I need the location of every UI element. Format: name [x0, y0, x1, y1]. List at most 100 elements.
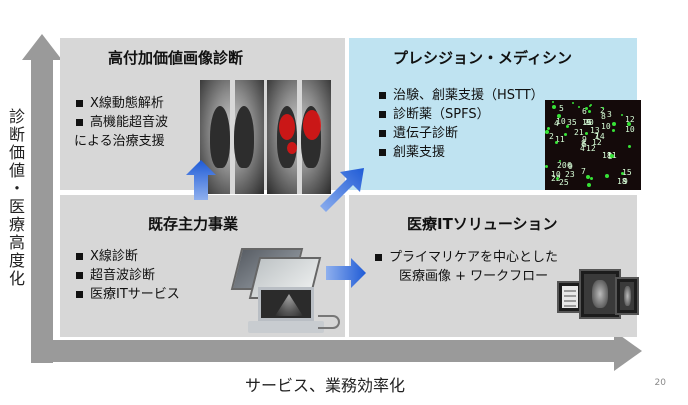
list-item: 診断薬（SPFS） [377, 105, 544, 124]
fluorescence-label: 12 [625, 115, 635, 124]
fluorescence-spot [564, 133, 567, 136]
fluorescence-label: 2 [549, 132, 554, 141]
fluorescence-label: 4 [554, 119, 559, 128]
fluorescence-spot [552, 101, 554, 103]
fluorescence-label: 35 [567, 118, 577, 127]
fluorescence-label: 13 [590, 126, 600, 135]
fluorescence-label: 20 [557, 161, 567, 170]
fluorescence-label: 6 [582, 107, 587, 116]
list-item-continuation: 医療画像 + ワークフロー [399, 269, 549, 284]
list-item: 医療ITサービス [74, 285, 180, 304]
list-item: 高機能超音波 [74, 113, 168, 132]
fluorescence-label: 18 [602, 151, 612, 160]
fluorescence-label: 12 [592, 138, 602, 147]
fluorescence-spot [556, 177, 559, 180]
quadrant-title: 医療ITソリューション [407, 215, 558, 233]
fluorescence-spot [566, 125, 569, 128]
list-item: 治験、創薬支援（HSTT） [377, 86, 544, 105]
fluorescence-array-image: 1246107929812591112410251613202122232014… [545, 100, 641, 190]
quadrant-precision-medicine: プレシジョン・メディシン 治験、創薬支援（HSTT） 診断薬（SPFS） 遺伝子… [349, 38, 641, 190]
page-number: 20 [654, 378, 666, 388]
fluorescence-label: 6 [582, 140, 587, 149]
fluorescence-spot [612, 122, 616, 126]
fluorescence-spot [559, 160, 561, 162]
fluorescence-spot [585, 107, 588, 110]
fluorescence-label: 25 [559, 178, 569, 187]
list-item: 超音波診断 [74, 266, 180, 285]
fluorescence-label: 10 [551, 170, 561, 179]
y-axis-label: 診断価値・医療高度化 [6, 108, 25, 288]
fluorescence-spot [586, 175, 590, 179]
workstation-monitor-image [615, 277, 639, 315]
fluorescence-label: 18 [617, 177, 627, 186]
fluorescence-spot [590, 104, 592, 106]
fluorescence-label: 22 [551, 174, 561, 183]
workstation-monitor-image [557, 281, 583, 313]
x-axis-bar [31, 340, 619, 362]
fluorescence-label: 9 [568, 162, 573, 171]
fluorescence-spot [545, 130, 549, 134]
quadrant-title: 高付加価値画像診断 [108, 49, 244, 67]
fluorescence-label: 8 [601, 112, 606, 121]
list-item: X線診断 [74, 247, 180, 266]
list-item: 創薬支援 [377, 143, 544, 162]
fluorescence-spot [552, 105, 556, 109]
quadrant-medical-it-solution: 医療ITソリューション プライマリケアを中心とした 医療画像 + ワークフロー [349, 195, 639, 337]
up-arrow-icon [186, 160, 216, 200]
ultrasound-device-image [258, 287, 314, 321]
fluorescence-label: 5 [559, 104, 564, 113]
fluorescence-label: 23 [565, 170, 575, 179]
ultrasound-cable [318, 315, 340, 329]
fluorescence-spot [545, 165, 548, 168]
fluorescence-spot [588, 110, 591, 113]
right-arrow-icon [326, 258, 366, 288]
x-axis-label: サービス、業務効率化 [245, 376, 406, 395]
y-axis-arrowhead [22, 34, 62, 60]
fluorescence-spot [585, 132, 588, 135]
chest-xray-dynamic-image [267, 80, 331, 194]
fluorescence-label: 7 [594, 132, 599, 141]
fluorescence-spot [590, 177, 593, 180]
fluorescence-label: 10 [556, 117, 566, 126]
quadrant-list: X線診断 超音波診断 医療ITサービス [74, 247, 180, 304]
quadrant-title: 既存主力事業 [148, 215, 239, 233]
fluorescence-spot [547, 127, 550, 130]
fluorescence-label: 2 [600, 106, 605, 115]
fluorescence-spot [602, 107, 604, 109]
quadrant-list: プライマリケアを中心とした 医療画像 + ワークフロー [373, 248, 558, 286]
fluorescence-spot [589, 105, 591, 107]
quadrant-core-business: 既存主力事業 X線診断 超音波診断 医療ITサービス [60, 195, 345, 337]
fluorescence-label: 4 [580, 144, 585, 153]
ultrasound-base [248, 321, 324, 333]
fluorescence-label: 3 [607, 110, 612, 119]
fluorescence-spot [578, 106, 580, 108]
diagonal-arrow-icon [320, 168, 364, 212]
fluorescence-spot [587, 183, 591, 187]
list-item: プライマリケアを中心とした [373, 248, 558, 267]
fluorescence-label: 8 [581, 139, 586, 148]
fluorescence-label: 9 [582, 135, 587, 144]
fluorescence-label: 14 [595, 132, 605, 141]
fluorescence-spot [627, 122, 631, 126]
workstation-monitor-image [579, 269, 621, 319]
fluorescence-label: 9 [586, 118, 591, 127]
y-axis-bar [31, 56, 53, 363]
fluorescence-label: 9 [623, 177, 628, 186]
fluorescence-label: 10 [625, 125, 635, 134]
fluorescence-label: 10 [601, 122, 611, 131]
fluorescence-spot [621, 172, 624, 175]
fluorescence-label: 21 [574, 128, 584, 137]
fluorescence-spot [605, 174, 609, 178]
fluorescence-label: 12 [586, 144, 596, 153]
fluorescence-spot [555, 141, 558, 144]
fluorescence-label: 7 [581, 167, 586, 176]
quadrant-list: X線動態解析 高機能超音波 による治療支援 [74, 94, 168, 151]
fluorescence-spot [628, 145, 631, 148]
list-item-continuation: による治療支援 [74, 134, 165, 149]
fluorescence-spot [612, 129, 615, 132]
fluorescence-label: 6 [567, 161, 572, 170]
quadrant-list: 治験、創薬支援（HSTT） 診断薬（SPFS） 遺伝子診断 創薬支援 [377, 86, 544, 162]
list-item: X線動態解析 [74, 94, 168, 113]
fluorescence-spot [621, 114, 623, 116]
fluorescence-label: 20 [584, 118, 594, 127]
